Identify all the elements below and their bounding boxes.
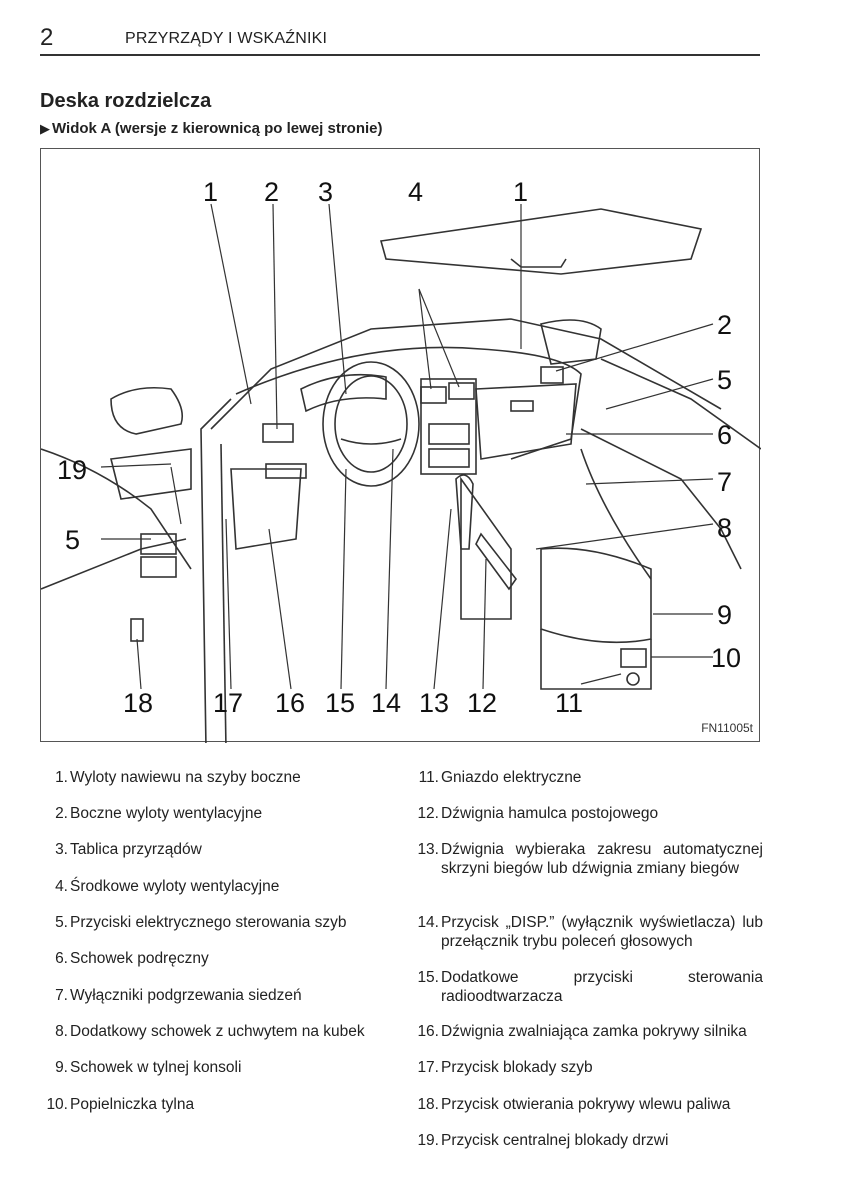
callout-2b: 2 — [717, 310, 732, 340]
legend-item: 18.Przycisk otwierania pokrywy wlewu pal… — [405, 1095, 763, 1114]
legend-text: Dodatkowy schowek z uchwytem na kubek — [70, 1023, 365, 1040]
legend-item: 8.Dodatkowy schowek z uchwytem na kubek — [40, 1022, 395, 1041]
view-subtitle: ▶Widok A (wersje z kierownicą po lewej s… — [40, 120, 383, 137]
legend-number: 10. — [46, 1096, 68, 1113]
callout-5b: 5 — [717, 365, 732, 395]
legend-number: 12. — [417, 805, 439, 822]
legend-number: 13. — [417, 841, 439, 858]
callout-13: 13 — [419, 688, 449, 718]
callout-12: 12 — [467, 688, 497, 718]
legend-number: 6. — [55, 950, 68, 967]
figure-code: FN11005t — [701, 721, 753, 735]
legend-item: 11.Gniazdo elektryczne — [405, 768, 763, 787]
legend-text: Tablica przyrządów — [70, 841, 202, 858]
legend-text: Przycisk blokady szyb — [441, 1059, 593, 1076]
legend-item: 4.Środkowe wyloty wentylacyjne — [40, 877, 395, 896]
legend-item: 5.Przyciski elektrycznego sterowania szy… — [40, 913, 395, 932]
legend-text: Przyciski elektrycznego sterowania szyb — [70, 914, 347, 931]
legend-number: 14. — [417, 914, 439, 931]
page-header: 2 PRZYRZĄDY I WSKAŹNIKI — [40, 24, 760, 56]
legend-item: 10.Popielniczka tylna — [40, 1095, 395, 1114]
legend-item: 16.Dźwignia zwalniająca zamka pokrywy si… — [405, 1022, 763, 1041]
legend-text: Wyłączniki podgrzewania siedzeń — [70, 987, 302, 1004]
legend-number: 4. — [55, 878, 68, 895]
legend-number: 19. — [417, 1132, 439, 1149]
legend-number: 18. — [417, 1096, 439, 1113]
legend-item: 2.Boczne wyloty wentylacyjne — [40, 804, 395, 823]
legend-number: 15. — [417, 969, 439, 986]
callout-2: 2 — [264, 177, 279, 207]
legend-text: Przycisk otwierania pokrywy wlewu paliwa — [441, 1096, 731, 1113]
leader-lines — [100, 203, 714, 690]
drawing-lines — [41, 208, 761, 743]
legend-text: Przycisk centralnej blokady drzwi — [441, 1132, 669, 1149]
dashboard-drawing: 1 2 3 4 1 2 5 6 7 8 9 10 19 5 18 17 16 1… — [41, 177, 761, 743]
legend-item: 19.Przycisk centralnej blokady drzwi — [405, 1131, 763, 1150]
legend-number: 3. — [55, 841, 68, 858]
legend-item: 13.Dźwignia wybieraka zakresu automatycz… — [405, 840, 763, 878]
legend-text: Dźwignia wybieraka zakresu automatycznej… — [441, 841, 763, 877]
callout-16: 16 — [275, 688, 305, 718]
legend-item: 15.Dodatkowe przyciski sterowania radioo… — [405, 968, 763, 1006]
legend-number: 16. — [417, 1023, 439, 1040]
callout-10: 10 — [711, 643, 741, 673]
callout-4: 4 — [408, 177, 423, 207]
legend-number: 8. — [55, 1023, 68, 1040]
dashboard-illustration: 1 2 3 4 1 2 5 6 7 8 9 10 19 5 18 17 16 1… — [40, 148, 761, 743]
page-number: 2 — [40, 24, 54, 51]
legend-number: 5. — [55, 914, 68, 931]
legend-text: Dźwignia zwalniająca zamka pokrywy silni… — [441, 1023, 747, 1040]
callout-18: 18 — [123, 688, 153, 718]
legend-text: Schowek w tylnej konsoli — [70, 1059, 242, 1076]
legend-item: 6.Schowek podręczny — [40, 949, 395, 968]
legend-number: 17. — [417, 1059, 439, 1076]
callout-19: 19 — [57, 455, 87, 485]
legend-number: 11. — [418, 769, 439, 786]
legend-text: Boczne wyloty wentylacyjne — [70, 805, 263, 822]
view-subtitle-text: Widok A (wersje z kierownicą po lewej st… — [52, 120, 383, 137]
legend-item: 7.Wyłączniki podgrzewania siedzeń — [40, 986, 395, 1005]
callout-15: 15 — [325, 688, 355, 718]
callout-11: 11 — [555, 688, 583, 718]
section-title: PRZYRZĄDY I WSKAŹNIKI — [125, 30, 328, 47]
callout-9: 9 — [717, 600, 732, 630]
legend-number: 2. — [55, 805, 68, 822]
callout-labels: 1 2 3 4 1 2 5 6 7 8 9 10 19 5 18 17 16 1… — [57, 177, 741, 718]
legend-item: 17.Przycisk blokady szyb — [405, 1058, 763, 1077]
callout-8: 8 — [717, 513, 732, 543]
callout-1: 1 — [203, 177, 218, 207]
legend-number: 9. — [55, 1059, 68, 1076]
callout-5: 5 — [65, 525, 80, 555]
legend-text: Schowek podręczny — [70, 950, 209, 967]
callout-6: 6 — [717, 420, 732, 450]
legend-text: Środkowe wyloty wentylacyjne — [70, 878, 280, 895]
page-title: Deska rozdzielcza — [40, 90, 212, 112]
callout-17: 17 — [213, 688, 243, 718]
legend-item: 14.Przycisk „DISP.” (wyłącznik wyświetla… — [405, 913, 763, 951]
legend-text: Dodatkowe przyciski sterowania radioodtw… — [441, 969, 763, 1005]
legend-text: Przycisk „DISP.” (wyłącznik wyświetlacza… — [441, 914, 763, 950]
callout-1b: 1 — [513, 177, 528, 207]
legend-item: 12.Dźwignia hamulca postojowego — [405, 804, 763, 823]
legend-item: 1.Wyloty nawiewu na szyby boczne — [40, 768, 395, 787]
callout-3: 3 — [318, 177, 333, 207]
legend-item: 3.Tablica przyrządów — [40, 840, 395, 859]
triangle-bullet-icon: ▶ — [40, 121, 50, 136]
callout-14: 14 — [371, 688, 401, 718]
legend-item: 9.Schowek w tylnej konsoli — [40, 1058, 395, 1077]
legend-text: Dźwignia hamulca postojowego — [441, 805, 659, 822]
legend-number: 7. — [55, 987, 68, 1004]
legend-text: Popielniczka tylna — [70, 1096, 195, 1113]
legend-text: Gniazdo elektryczne — [441, 769, 582, 786]
callout-7: 7 — [717, 467, 732, 497]
legend-number: 1. — [55, 769, 68, 786]
legend-text: Wyloty nawiewu na szyby boczne — [70, 769, 301, 786]
